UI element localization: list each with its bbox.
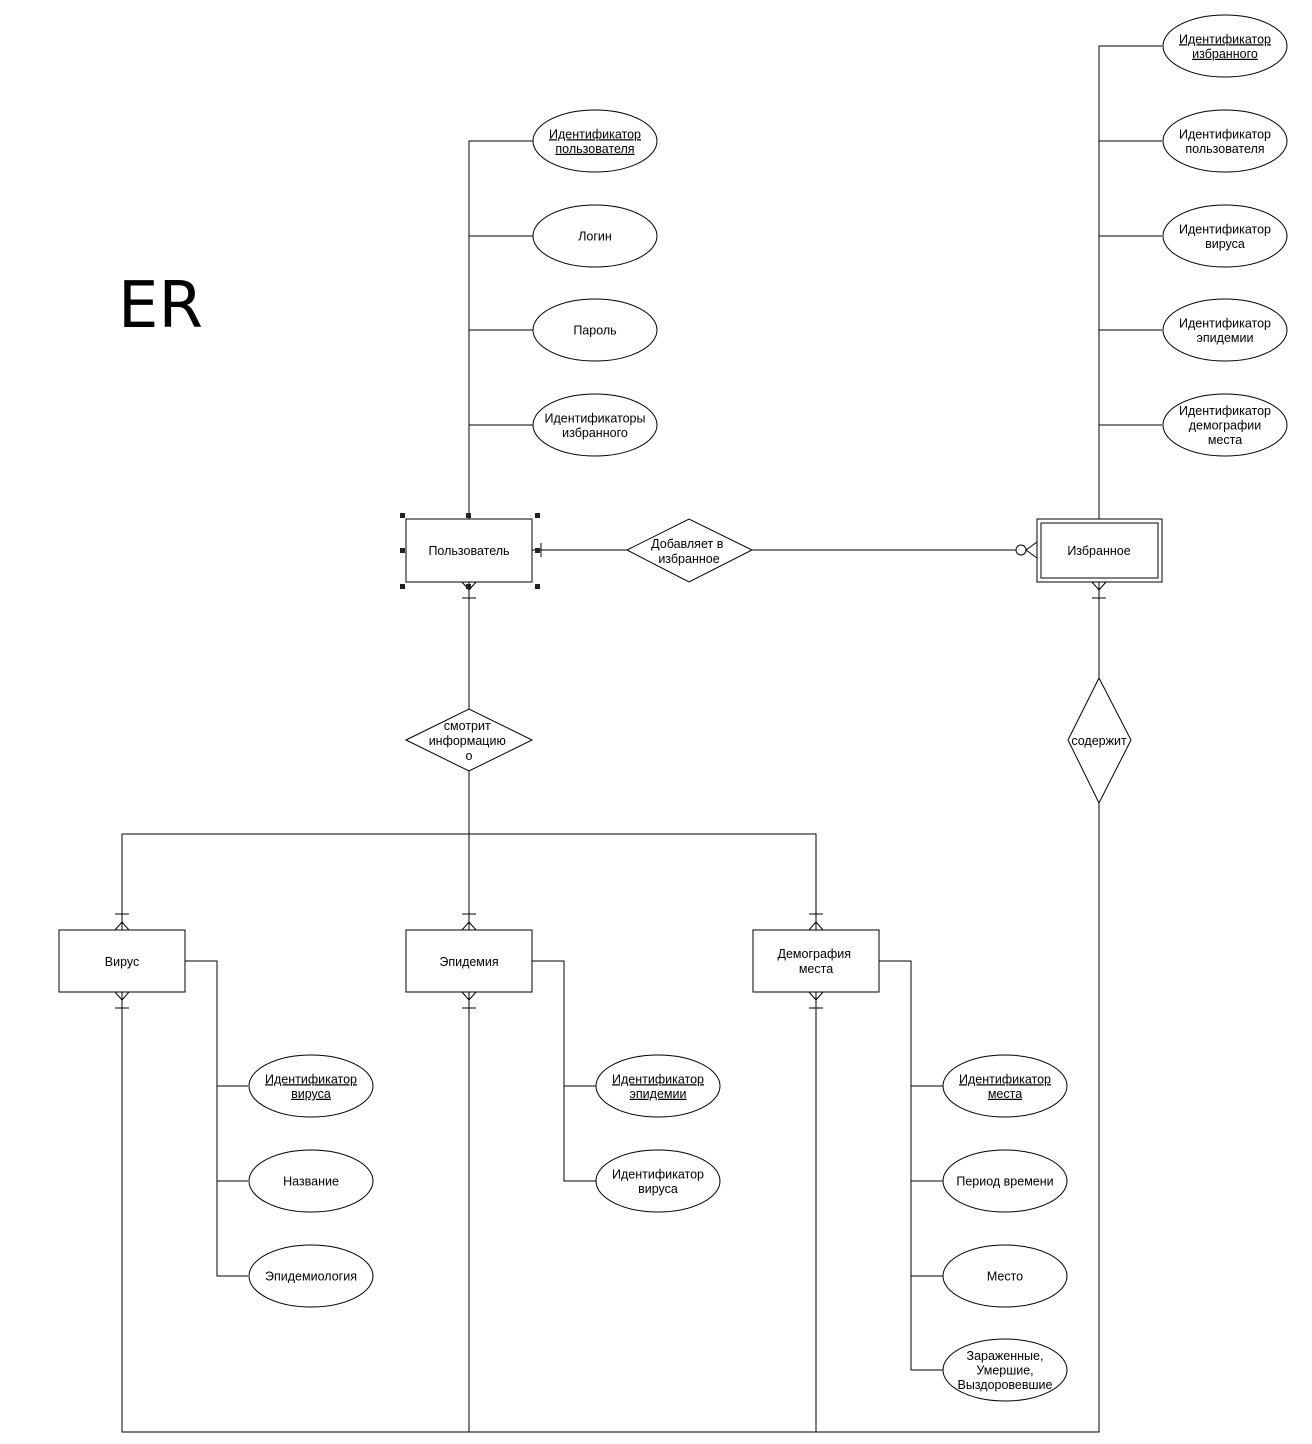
attribute-label: избранного	[1192, 47, 1258, 61]
attribute-ellipse	[1162, 204, 1288, 268]
attribute-ellipse	[532, 204, 658, 268]
attribute-label: Идентификатор	[612, 1167, 704, 1181]
attribute-ellipse	[248, 1244, 374, 1308]
attribute-label: Идентификатор	[959, 1072, 1051, 1086]
attribute-virus-3[interactable]: Эпидемиология	[248, 1244, 374, 1308]
entity-favorites[interactable]: Избранное	[1036, 518, 1163, 583]
attribute-ellipse	[595, 1149, 721, 1213]
attribute-label: пользователя	[555, 142, 634, 156]
entity-virus[interactable]: Вирус	[58, 929, 186, 993]
attribute-label: эпидемии	[1197, 331, 1254, 345]
entity-epidemic-label: Эпидемия	[439, 955, 498, 969]
attribute-ellipse	[1162, 393, 1288, 457]
entity-user-label: Пользователь	[428, 544, 509, 558]
crow-foot-marker	[461, 991, 477, 1001]
crow-foot-marker	[808, 991, 824, 1001]
relationship-adds-label: Добавляет в избранное	[651, 537, 727, 566]
attribute-label: Эпидемиология	[265, 1270, 357, 1284]
relationship-views-label: смотрит информацию о	[429, 719, 510, 763]
attribute-label: демографии	[1189, 419, 1262, 433]
attribute-label: Место	[987, 1270, 1023, 1284]
attribute-label: Идентификатор	[265, 1072, 357, 1086]
attribute-label: Идентификаторы	[544, 411, 645, 425]
relationship-contains[interactable]: содержит	[1067, 676, 1132, 805]
attribute-label: Идентификатор	[1179, 127, 1271, 141]
attribute-ellipse	[942, 1338, 1068, 1402]
cardinality-markers	[114, 541, 1107, 1009]
attribute-ellipse	[532, 298, 658, 362]
entity-user[interactable]: Пользователь	[400, 513, 540, 589]
attribute-label: Пароль	[573, 324, 616, 338]
attribute-label: Идентификатор	[1179, 222, 1271, 236]
crow-foot-marker	[114, 991, 130, 1001]
attribute-label: Зараженные,	[967, 1349, 1044, 1363]
attribute-ellipse	[248, 1149, 374, 1213]
attribute-label: места	[988, 1087, 1022, 1101]
attribute-label: Название	[283, 1175, 339, 1189]
attribute-label: Идентификатор	[1179, 316, 1271, 330]
attribute-virus-2[interactable]: Название	[248, 1149, 374, 1213]
attribute-user-2[interactable]: Логин	[532, 204, 658, 268]
attribute-label: места	[1208, 433, 1242, 447]
entity-epidemic[interactable]: Эпидемия	[405, 929, 533, 993]
attribute-ellipse	[595, 1054, 721, 1118]
attribute-ellipse	[1162, 298, 1288, 362]
relationship-contains-label: содержит	[1071, 734, 1127, 748]
attribute-ellipse	[248, 1054, 374, 1118]
attribute-label: эпидемии	[630, 1087, 687, 1101]
entity-favorites-label: Избранное	[1067, 544, 1130, 558]
entity-virus-label: Вирус	[105, 955, 140, 969]
crow-foot-marker	[461, 921, 477, 931]
crow-foot-marker	[808, 921, 824, 931]
relationship-adds[interactable]: Добавляет в избранное	[625, 518, 754, 583]
attribute-label: Идентификатор	[1179, 32, 1271, 46]
attribute-ellipse	[942, 1054, 1068, 1118]
selection-handles[interactable]	[400, 513, 540, 589]
attribute-label: Логин	[578, 230, 612, 244]
attribute-label: избранного	[562, 426, 628, 440]
attribute-ellipse	[1162, 109, 1288, 173]
attribute-user-3[interactable]: Пароль	[532, 298, 658, 362]
attribute-label: Идентификатор	[549, 127, 641, 141]
attribute-ellipse	[1162, 14, 1288, 78]
attribute-demography-2[interactable]: Период времени	[942, 1149, 1068, 1213]
attributes-layer: ИдентификаторпользователяЛогинПарольИден…	[248, 14, 1288, 1402]
attribute-ellipse	[942, 1149, 1068, 1213]
crow-foot-marker	[114, 921, 130, 931]
entity-demography-label: Демография места	[778, 947, 855, 976]
diagram-title: ER	[118, 269, 203, 343]
entity-demography[interactable]: Демография места	[752, 929, 880, 993]
attribute-demography-3[interactable]: Место	[942, 1244, 1068, 1308]
attribute-label: Выздоровевшие	[958, 1378, 1053, 1392]
attribute-ellipse	[532, 393, 658, 457]
attribute-demography-4[interactable]: Зараженные,Умершие,Выздоровевшие	[942, 1338, 1068, 1402]
attribute-label: вируса	[638, 1182, 678, 1196]
attribute-label: пользователя	[1185, 142, 1264, 156]
attribute-label: вируса	[291, 1087, 331, 1101]
attribute-label: вируса	[1205, 237, 1245, 251]
attribute-ellipse	[942, 1244, 1068, 1308]
attribute-label: Умершие,	[976, 1364, 1033, 1378]
attribute-label: Идентификатор	[1179, 404, 1271, 418]
relationship-views[interactable]: смотрит информацию о	[404, 708, 534, 772]
connectors	[121, 45, 1162, 1433]
attribute-label: Идентификатор	[612, 1072, 704, 1086]
attribute-label: Период времени	[956, 1175, 1053, 1189]
attribute-ellipse	[532, 109, 658, 173]
